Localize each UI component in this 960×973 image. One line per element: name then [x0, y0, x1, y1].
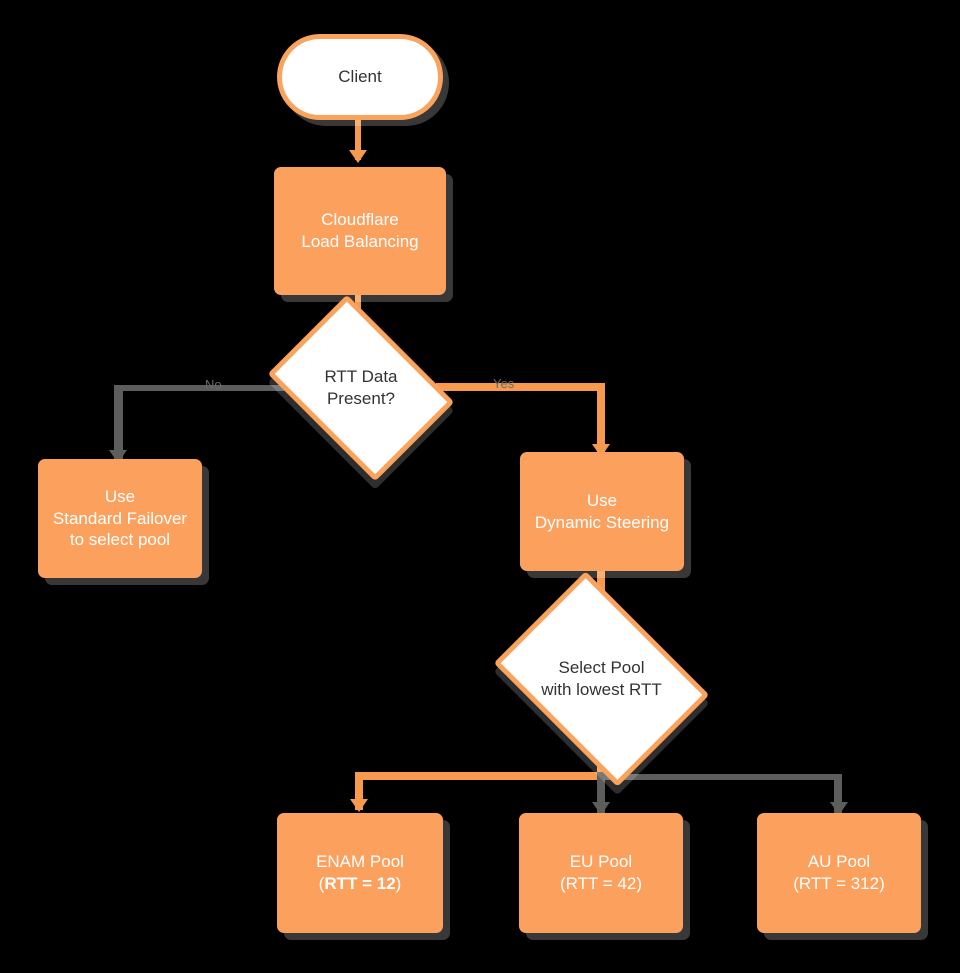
- node-standard-failover[interactable]: Use Standard Failover to select pool: [38, 459, 202, 578]
- node-cloudflare-load-balancing-label: Cloudflare Load Balancing: [301, 210, 419, 251]
- edge-segment: [436, 383, 604, 391]
- edge-segment: [355, 772, 363, 810]
- edge-segment: [600, 774, 840, 780]
- arrow-head-icon: [830, 802, 848, 815]
- node-client[interactable]: Client: [277, 34, 443, 120]
- arrow-head-icon: [350, 799, 368, 812]
- node-enam-pool-rtt-value: RTT = 12: [324, 874, 396, 893]
- edge-segment: [597, 383, 605, 455]
- edge-segment: [118, 385, 284, 391]
- node-enam-pool-label: ENAM Pool (RTT = 12): [316, 851, 404, 895]
- arrow-head-icon: [349, 150, 367, 163]
- diamond-shape: [493, 571, 710, 787]
- arrow-head-icon: [592, 802, 610, 815]
- diamond-shape: [267, 294, 455, 482]
- node-client-label: Client: [338, 67, 382, 87]
- node-select-pool-lowest-rtt[interactable]: Select Pool with lowest RTT: [493, 571, 710, 787]
- edge-segment: [834, 774, 842, 814]
- node-au-pool[interactable]: AU Pool (RTT = 312): [757, 813, 921, 933]
- edge-segment: [114, 385, 123, 460]
- node-rtt-data-present[interactable]: RTT Data Present?: [267, 294, 455, 482]
- edge-label-no: No: [205, 377, 222, 392]
- node-enam-pool-paren-open: (: [318, 874, 325, 893]
- node-dynamic-steering[interactable]: Use Dynamic Steering: [520, 452, 684, 571]
- node-au-pool-label: AU Pool (RTT = 312): [793, 852, 885, 893]
- node-standard-failover-label: Use Standard Failover to select pool: [52, 486, 188, 550]
- node-enam-pool[interactable]: ENAM Pool (RTT = 12): [277, 813, 443, 933]
- edge-segment: [355, 772, 603, 780]
- node-enam-pool-paren-close: ): [395, 874, 402, 893]
- edge-segment: [597, 772, 605, 814]
- node-eu-pool-label: EU Pool (RTT = 42): [559, 852, 643, 893]
- edge-segment: [355, 118, 361, 160]
- node-eu-pool[interactable]: EU Pool (RTT = 42): [519, 813, 683, 933]
- node-enam-pool-line1: ENAM Pool: [316, 852, 404, 872]
- node-cloudflare-load-balancing[interactable]: Cloudflare Load Balancing: [274, 167, 446, 295]
- edge-label-yes: Yes: [493, 376, 515, 391]
- node-dynamic-steering-label: Use Dynamic Steering: [534, 490, 670, 532]
